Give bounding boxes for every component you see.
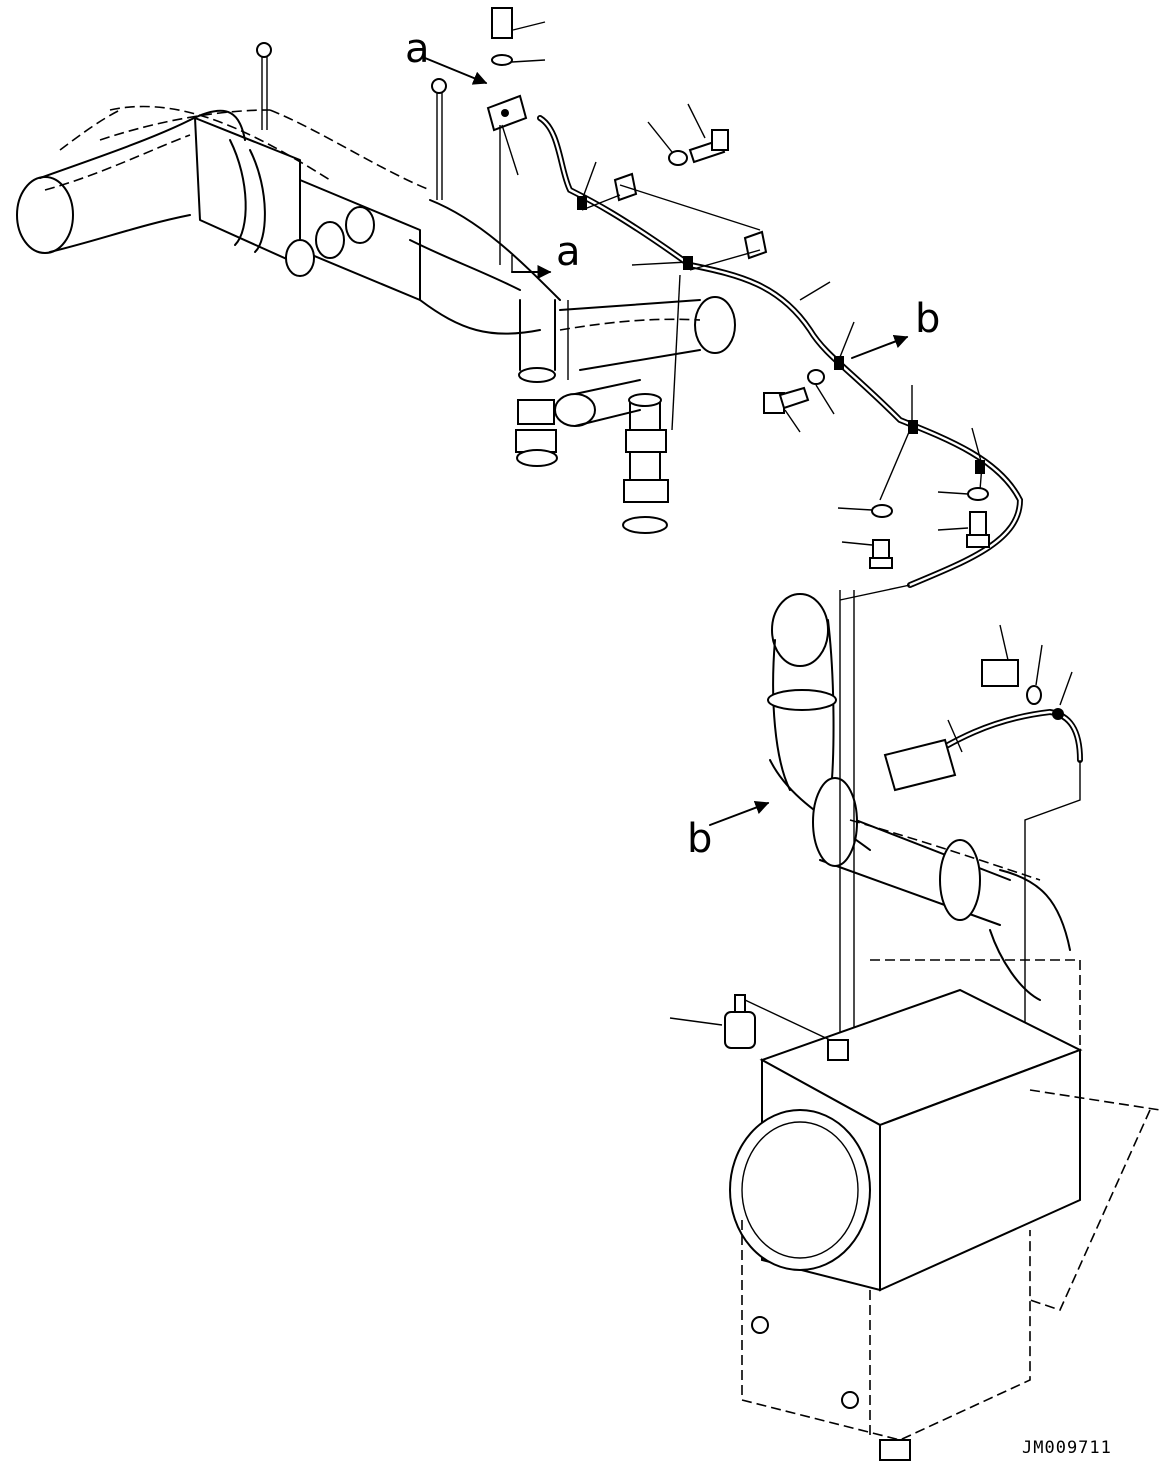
lower-exhaust-assembly <box>767 584 1083 1040</box>
view-label-a-top: a <box>405 26 488 85</box>
washer-icon <box>967 487 989 501</box>
svg-text:b: b <box>915 296 940 342</box>
washer-icon <box>491 54 513 66</box>
drawing-code: JM009711 <box>1022 1438 1112 1458</box>
view-label-a-mid: a <box>511 229 581 279</box>
washer-icon <box>1026 685 1042 705</box>
washer-icon <box>807 369 825 385</box>
bracket-a-fastener-group <box>486 7 546 265</box>
washer-icon <box>668 150 688 166</box>
bolt-icon <box>981 659 1019 687</box>
washer-icon <box>871 504 893 518</box>
view-label-b-right: b <box>851 296 940 359</box>
upper-exhaust-pipe-assembly <box>16 42 736 534</box>
svg-text:a: a <box>405 26 430 72</box>
svg-text:a: a <box>556 229 581 275</box>
sensor-icon <box>724 1011 756 1049</box>
view-label-b-left: b <box>687 800 770 862</box>
upper-hose-assembly <box>537 115 1024 588</box>
bolt-icon <box>491 7 513 39</box>
bolt-icon <box>969 511 987 537</box>
silencer-box <box>669 959 1161 1461</box>
hose-fasteners <box>647 103 990 569</box>
svg-text:b: b <box>687 816 712 862</box>
